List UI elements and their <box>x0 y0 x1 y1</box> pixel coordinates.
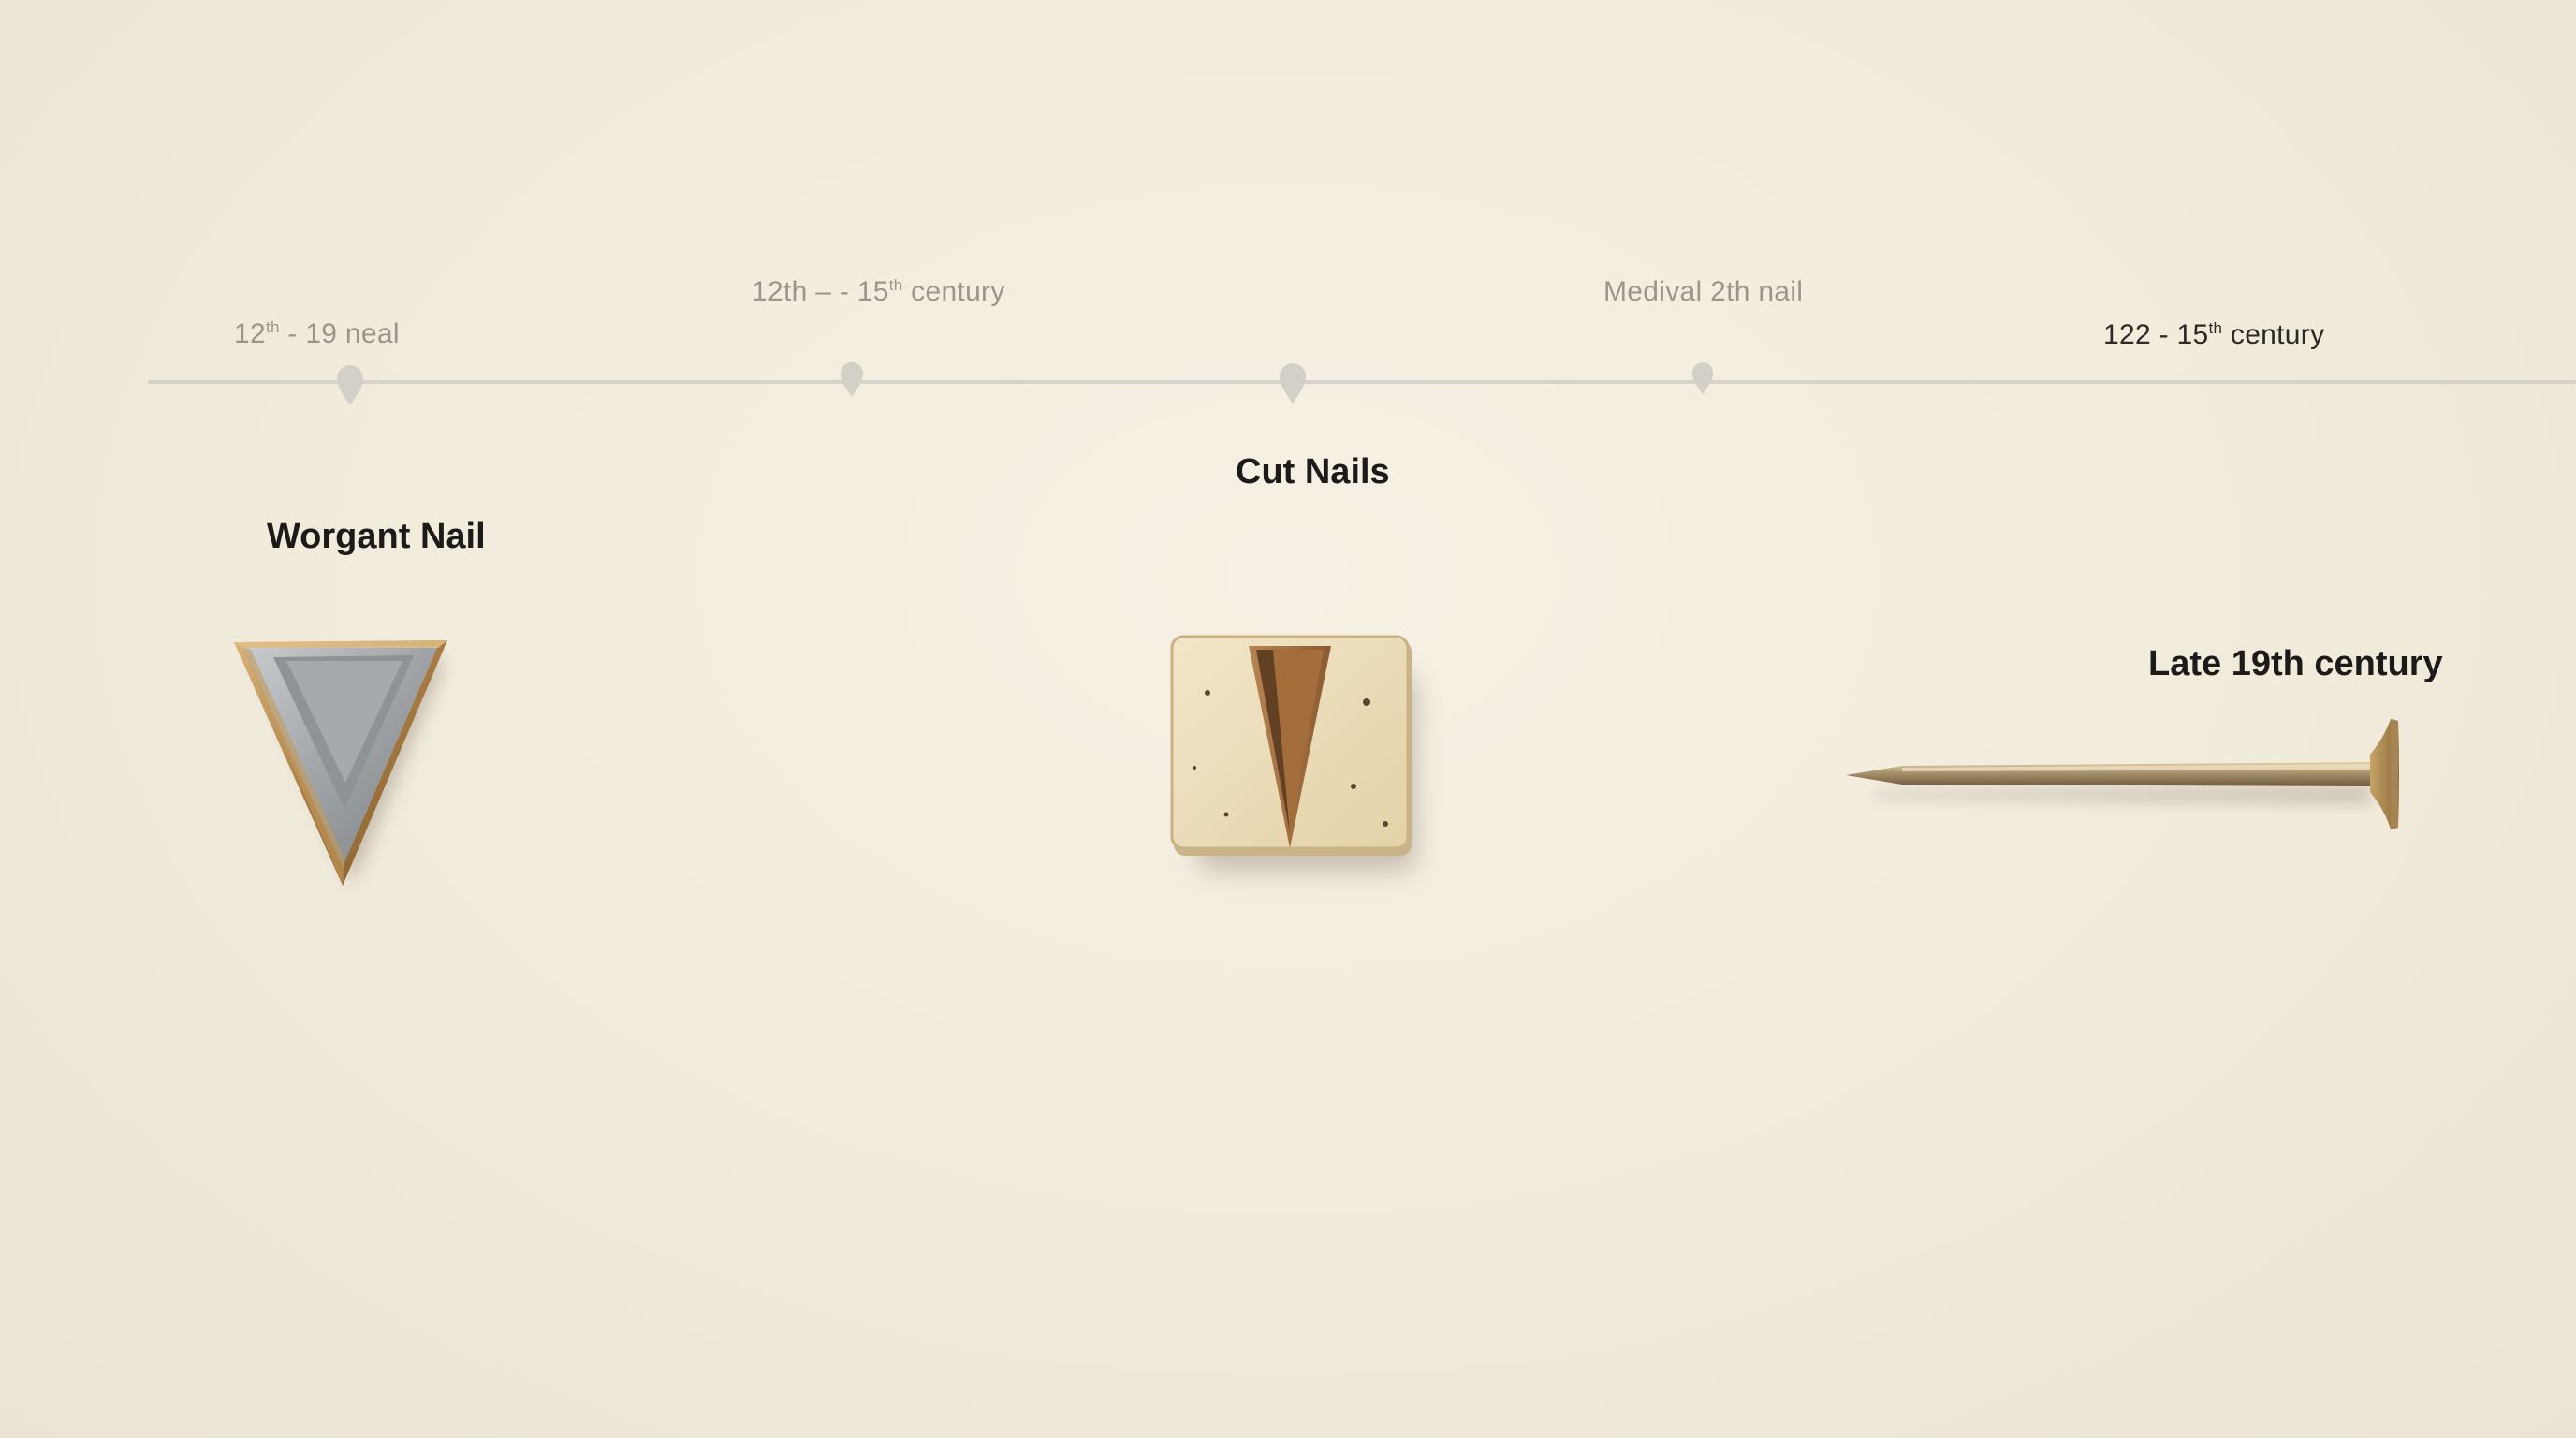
square-cut-nail-block-icon <box>1170 635 1415 871</box>
wire-nail-icon <box>1846 717 2402 833</box>
date-label-2: 12th – - 15th century <box>752 276 1005 307</box>
item-title-cut-nails: Cut Nails <box>1236 452 1390 492</box>
date-label-1: 12th - 19 neal <box>234 318 400 349</box>
timeline-line <box>148 380 2576 384</box>
timeline-marker <box>336 363 364 406</box>
date-label-3: Medival 2th nail <box>1603 276 1804 307</box>
timeline-marker <box>840 360 864 399</box>
item-title-wrought-nail: Worgant Nail <box>267 517 486 556</box>
timeline-marker <box>1691 360 1714 397</box>
item-title-late-19th: Late 19th century <box>2148 644 2443 683</box>
date-label-4: 122 - 15th century <box>2103 319 2325 350</box>
v-shaped-wrought-nail-icon <box>230 633 451 891</box>
timeline-marker <box>1279 361 1307 404</box>
